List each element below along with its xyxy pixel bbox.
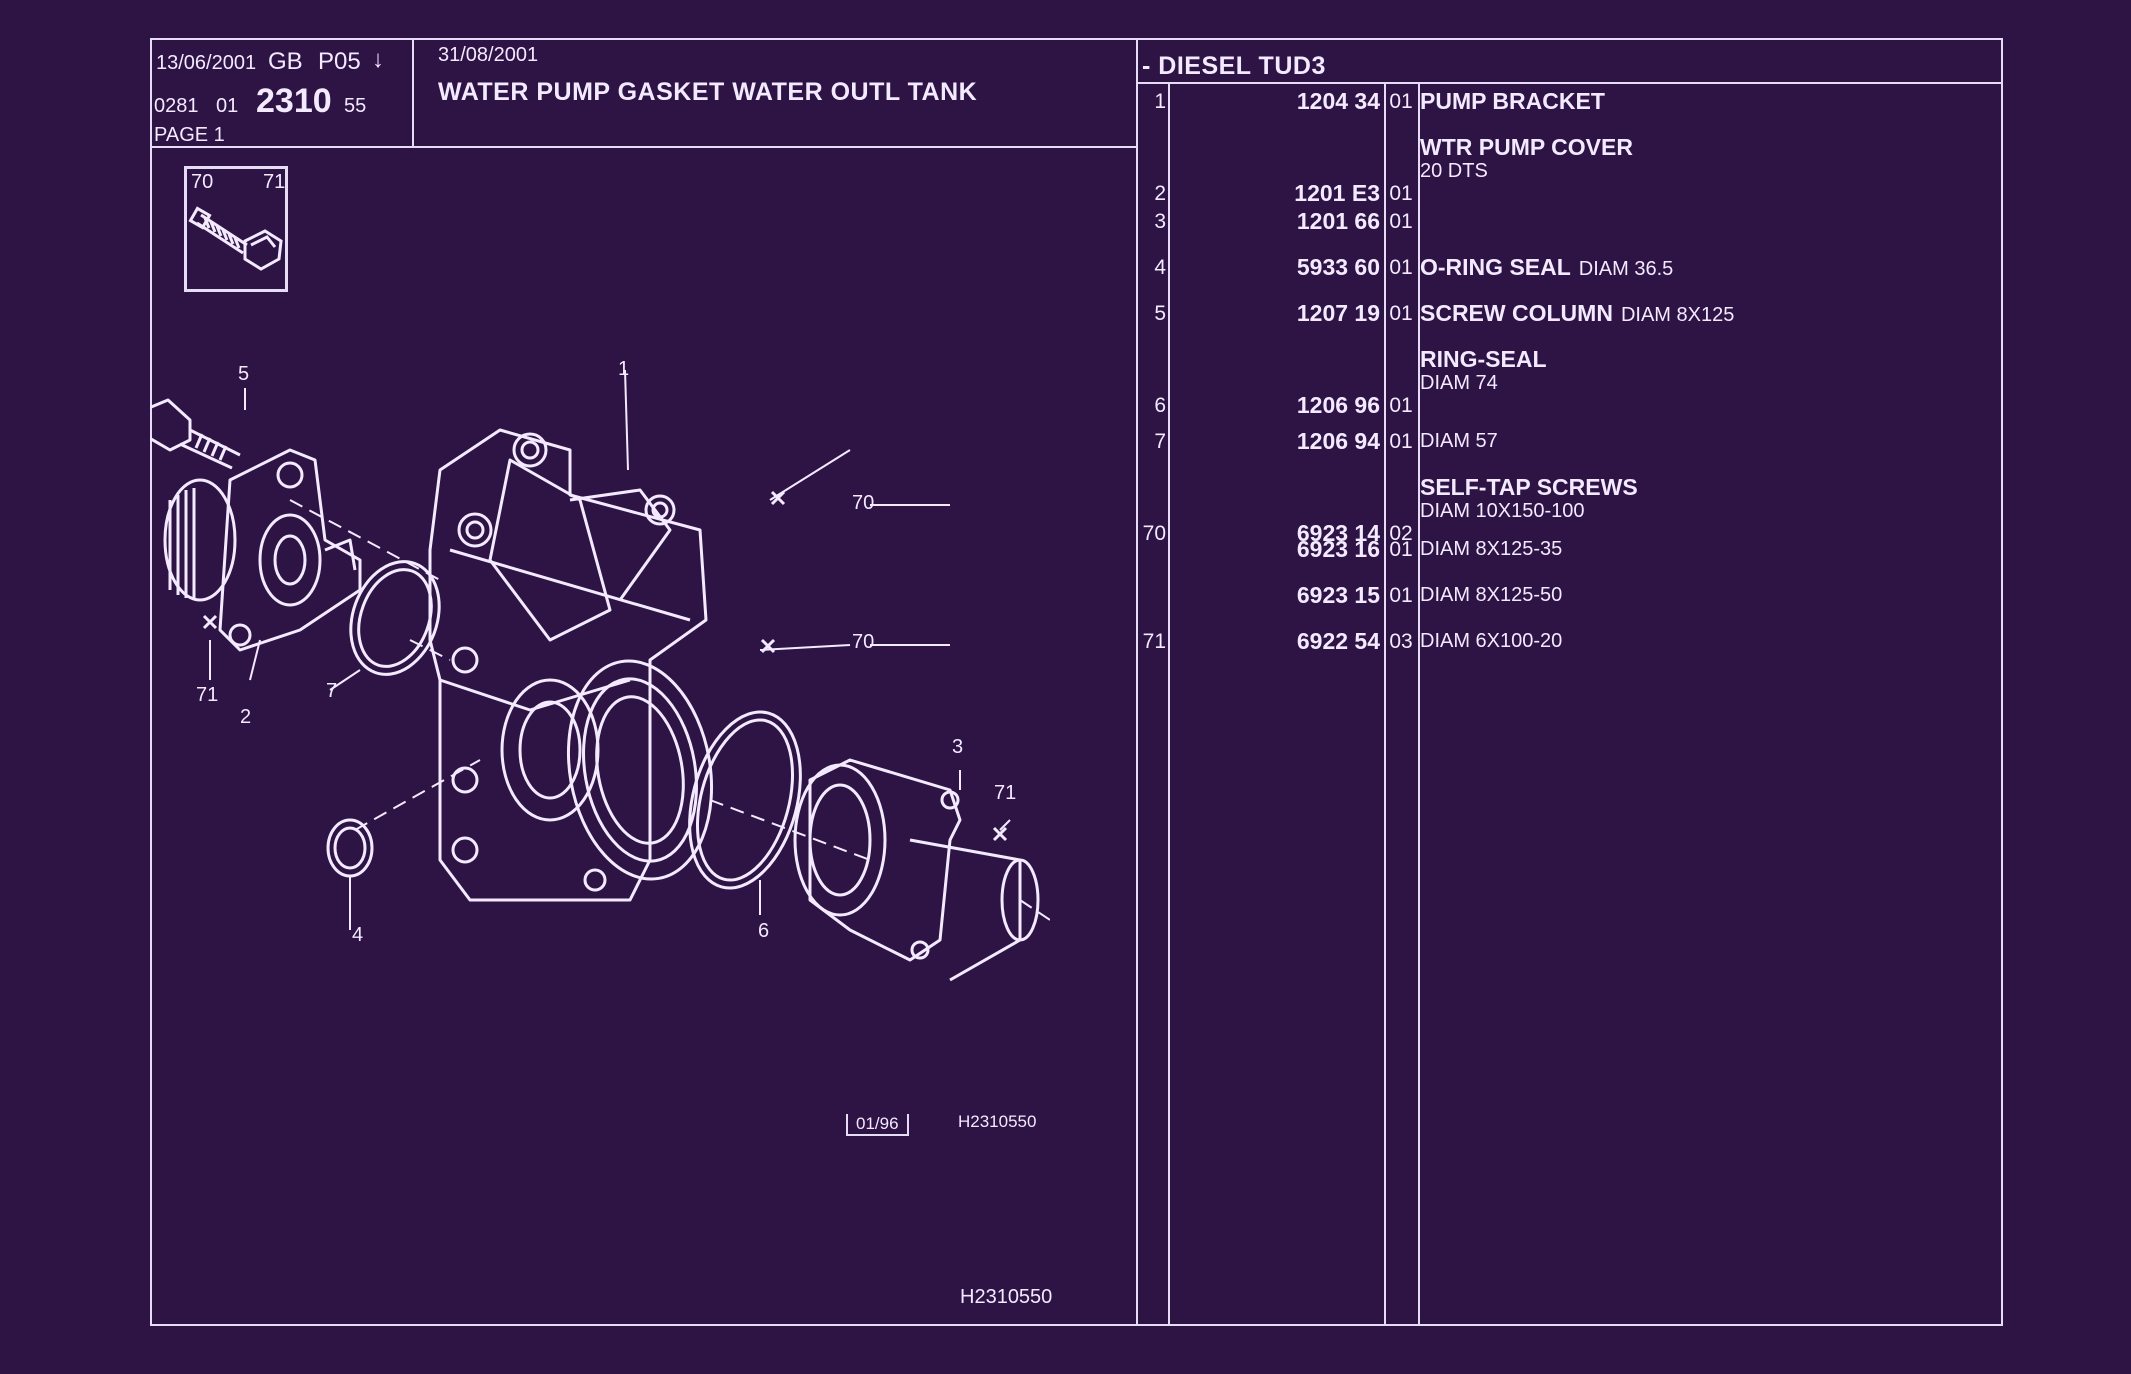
part-qty: 03 xyxy=(1389,630,1413,653)
divider-qty-column xyxy=(1418,82,1420,1326)
part-sub-detail: DIAM 6X100-20 xyxy=(1420,630,1563,652)
page-title: WATER PUMP GASKET WATER OUTL TANK xyxy=(438,78,978,106)
part-name: O-RING SEAL DIAM 36.5 xyxy=(1420,254,1673,281)
part-number: 5933 60 xyxy=(1296,254,1380,280)
pump-bracket xyxy=(428,428,714,902)
part-ref: 4 xyxy=(1154,256,1166,279)
divider-header-left xyxy=(412,40,414,148)
part-qty: 01 xyxy=(1389,210,1413,233)
part-number: 6923 16 xyxy=(1296,536,1380,562)
divider-drawing-table xyxy=(1136,40,1138,1326)
callout-70-lower: 70 xyxy=(852,631,875,653)
part-name: PUMP BRACKET xyxy=(1420,88,1605,115)
part-name-text: WTR PUMP COVER xyxy=(1420,134,1633,160)
part-name: SCREW COLUMN DIAM 8X125 xyxy=(1420,300,1734,327)
part-detail: DIAM 36.5 xyxy=(1578,258,1674,280)
section-title: - DIESEL TUD3 xyxy=(1142,52,1326,80)
header-date: 13/06/2001 xyxy=(156,52,257,74)
part-qty: 01 xyxy=(1389,90,1413,113)
part-qty: 01 xyxy=(1389,302,1413,325)
header-code-a: 0281 xyxy=(154,95,199,117)
ring-seal-74 xyxy=(688,710,802,890)
header-code-b: 01 xyxy=(216,95,239,117)
part-qty: 01 xyxy=(1389,538,1413,561)
part-qty: 01 xyxy=(1389,430,1413,453)
header-code-c: 55 xyxy=(344,95,367,117)
part-name-text: PUMP BRACKET xyxy=(1420,88,1605,114)
part-number: 1206 94 xyxy=(1296,428,1380,454)
header-code-main: 2310 xyxy=(256,82,332,120)
drawing-ref-code: H2310550 xyxy=(958,1112,1037,1131)
callout-7: 7 xyxy=(326,680,338,702)
part-number: 1207 19 xyxy=(1296,300,1380,326)
divider-table-header xyxy=(1136,82,2002,84)
header-page-label: PAGE 1 xyxy=(154,124,225,146)
icon-box-label-71: 71 xyxy=(263,171,286,193)
part-qty: 01 xyxy=(1389,256,1413,279)
divider-header-bottom xyxy=(150,146,1136,148)
icon-box-label-70: 70 xyxy=(191,171,214,193)
part-sub-detail: DIAM 8X125-50 xyxy=(1420,584,1563,606)
part-number: 1206 96 xyxy=(1296,392,1380,418)
part-sub-detail: DIAM 74 xyxy=(1420,372,1498,394)
callout-6: 6 xyxy=(758,920,770,942)
exploded-diagram xyxy=(150,369,1050,982)
part-sub-detail: 20 DTS xyxy=(1420,160,1488,182)
down-arrow-icon: ↓ xyxy=(372,46,384,73)
part-name-text: RING-SEAL xyxy=(1420,346,1547,372)
part-ref: 71 xyxy=(1142,630,1166,653)
part-ref: 5 xyxy=(1154,302,1166,325)
callout-1: 1 xyxy=(618,358,630,380)
edition-label: 01/96 xyxy=(846,1114,909,1136)
part-ref: 7 xyxy=(1154,430,1166,453)
part-name: WTR PUMP COVER xyxy=(1420,134,1633,161)
part-qty: 01 xyxy=(1389,394,1413,417)
part-ref: 6 xyxy=(1154,394,1166,417)
water-outlet xyxy=(793,758,1040,982)
header-lang: GB xyxy=(268,48,303,75)
part-qty: 01 xyxy=(1389,584,1413,607)
part-ref: 1 xyxy=(1154,90,1166,113)
callout-71-left: 71 xyxy=(196,684,219,706)
part-ref: 2 xyxy=(1154,182,1166,205)
divider-ref-column xyxy=(1168,82,1170,1326)
header-page-code: P05 xyxy=(318,48,361,75)
bolt-icon xyxy=(188,206,283,271)
callout-2: 2 xyxy=(240,706,252,728)
part-qty: 01 xyxy=(1389,182,1413,205)
part-name-text: SELF-TAP SCREWS xyxy=(1420,474,1638,500)
part-number: 6922 54 xyxy=(1296,628,1380,654)
callout-3: 3 xyxy=(952,736,964,758)
divider-pn-column xyxy=(1384,82,1386,1326)
header-date-mid: 31/08/2001 xyxy=(438,44,539,66)
part-number: 1204 34 xyxy=(1296,88,1380,114)
screw-column xyxy=(150,398,241,470)
ring-seal-57 xyxy=(349,560,441,676)
part-qty: 02 xyxy=(1389,522,1413,545)
part-number: 1201 66 xyxy=(1296,208,1380,234)
part-detail: DIAM 8X125 xyxy=(1620,304,1735,326)
part-sub-detail: DIAM 57 xyxy=(1420,430,1498,452)
callout-71-right: 71 xyxy=(994,782,1017,804)
part-ref: 3 xyxy=(1154,210,1166,233)
part-name-text: O-RING SEAL xyxy=(1420,254,1571,280)
part-name: SELF-TAP SCREWS xyxy=(1420,474,1638,501)
part-name-text: SCREW COLUMN xyxy=(1420,300,1613,326)
part-sub-detail: DIAM 10X150-100 xyxy=(1420,500,1585,522)
callout-4: 4 xyxy=(352,924,364,946)
hardware-icon-box: 70 71 xyxy=(184,166,288,292)
part-number: 6923 14 xyxy=(1296,520,1380,546)
part-number: 6923 15 xyxy=(1296,582,1380,608)
part-name: RING-SEAL xyxy=(1420,346,1547,373)
part-ref: 70 xyxy=(1142,522,1166,545)
callout-5: 5 xyxy=(238,363,250,385)
water-pump-cover xyxy=(163,448,362,652)
part-sub-detail: DIAM 8X125-35 xyxy=(1420,538,1563,560)
page-frame xyxy=(150,38,2003,1326)
callout-70-upper: 70 xyxy=(852,492,875,514)
footer-ref-code: H2310550 xyxy=(960,1286,1053,1308)
part-number: 1201 E3 xyxy=(1294,180,1380,206)
